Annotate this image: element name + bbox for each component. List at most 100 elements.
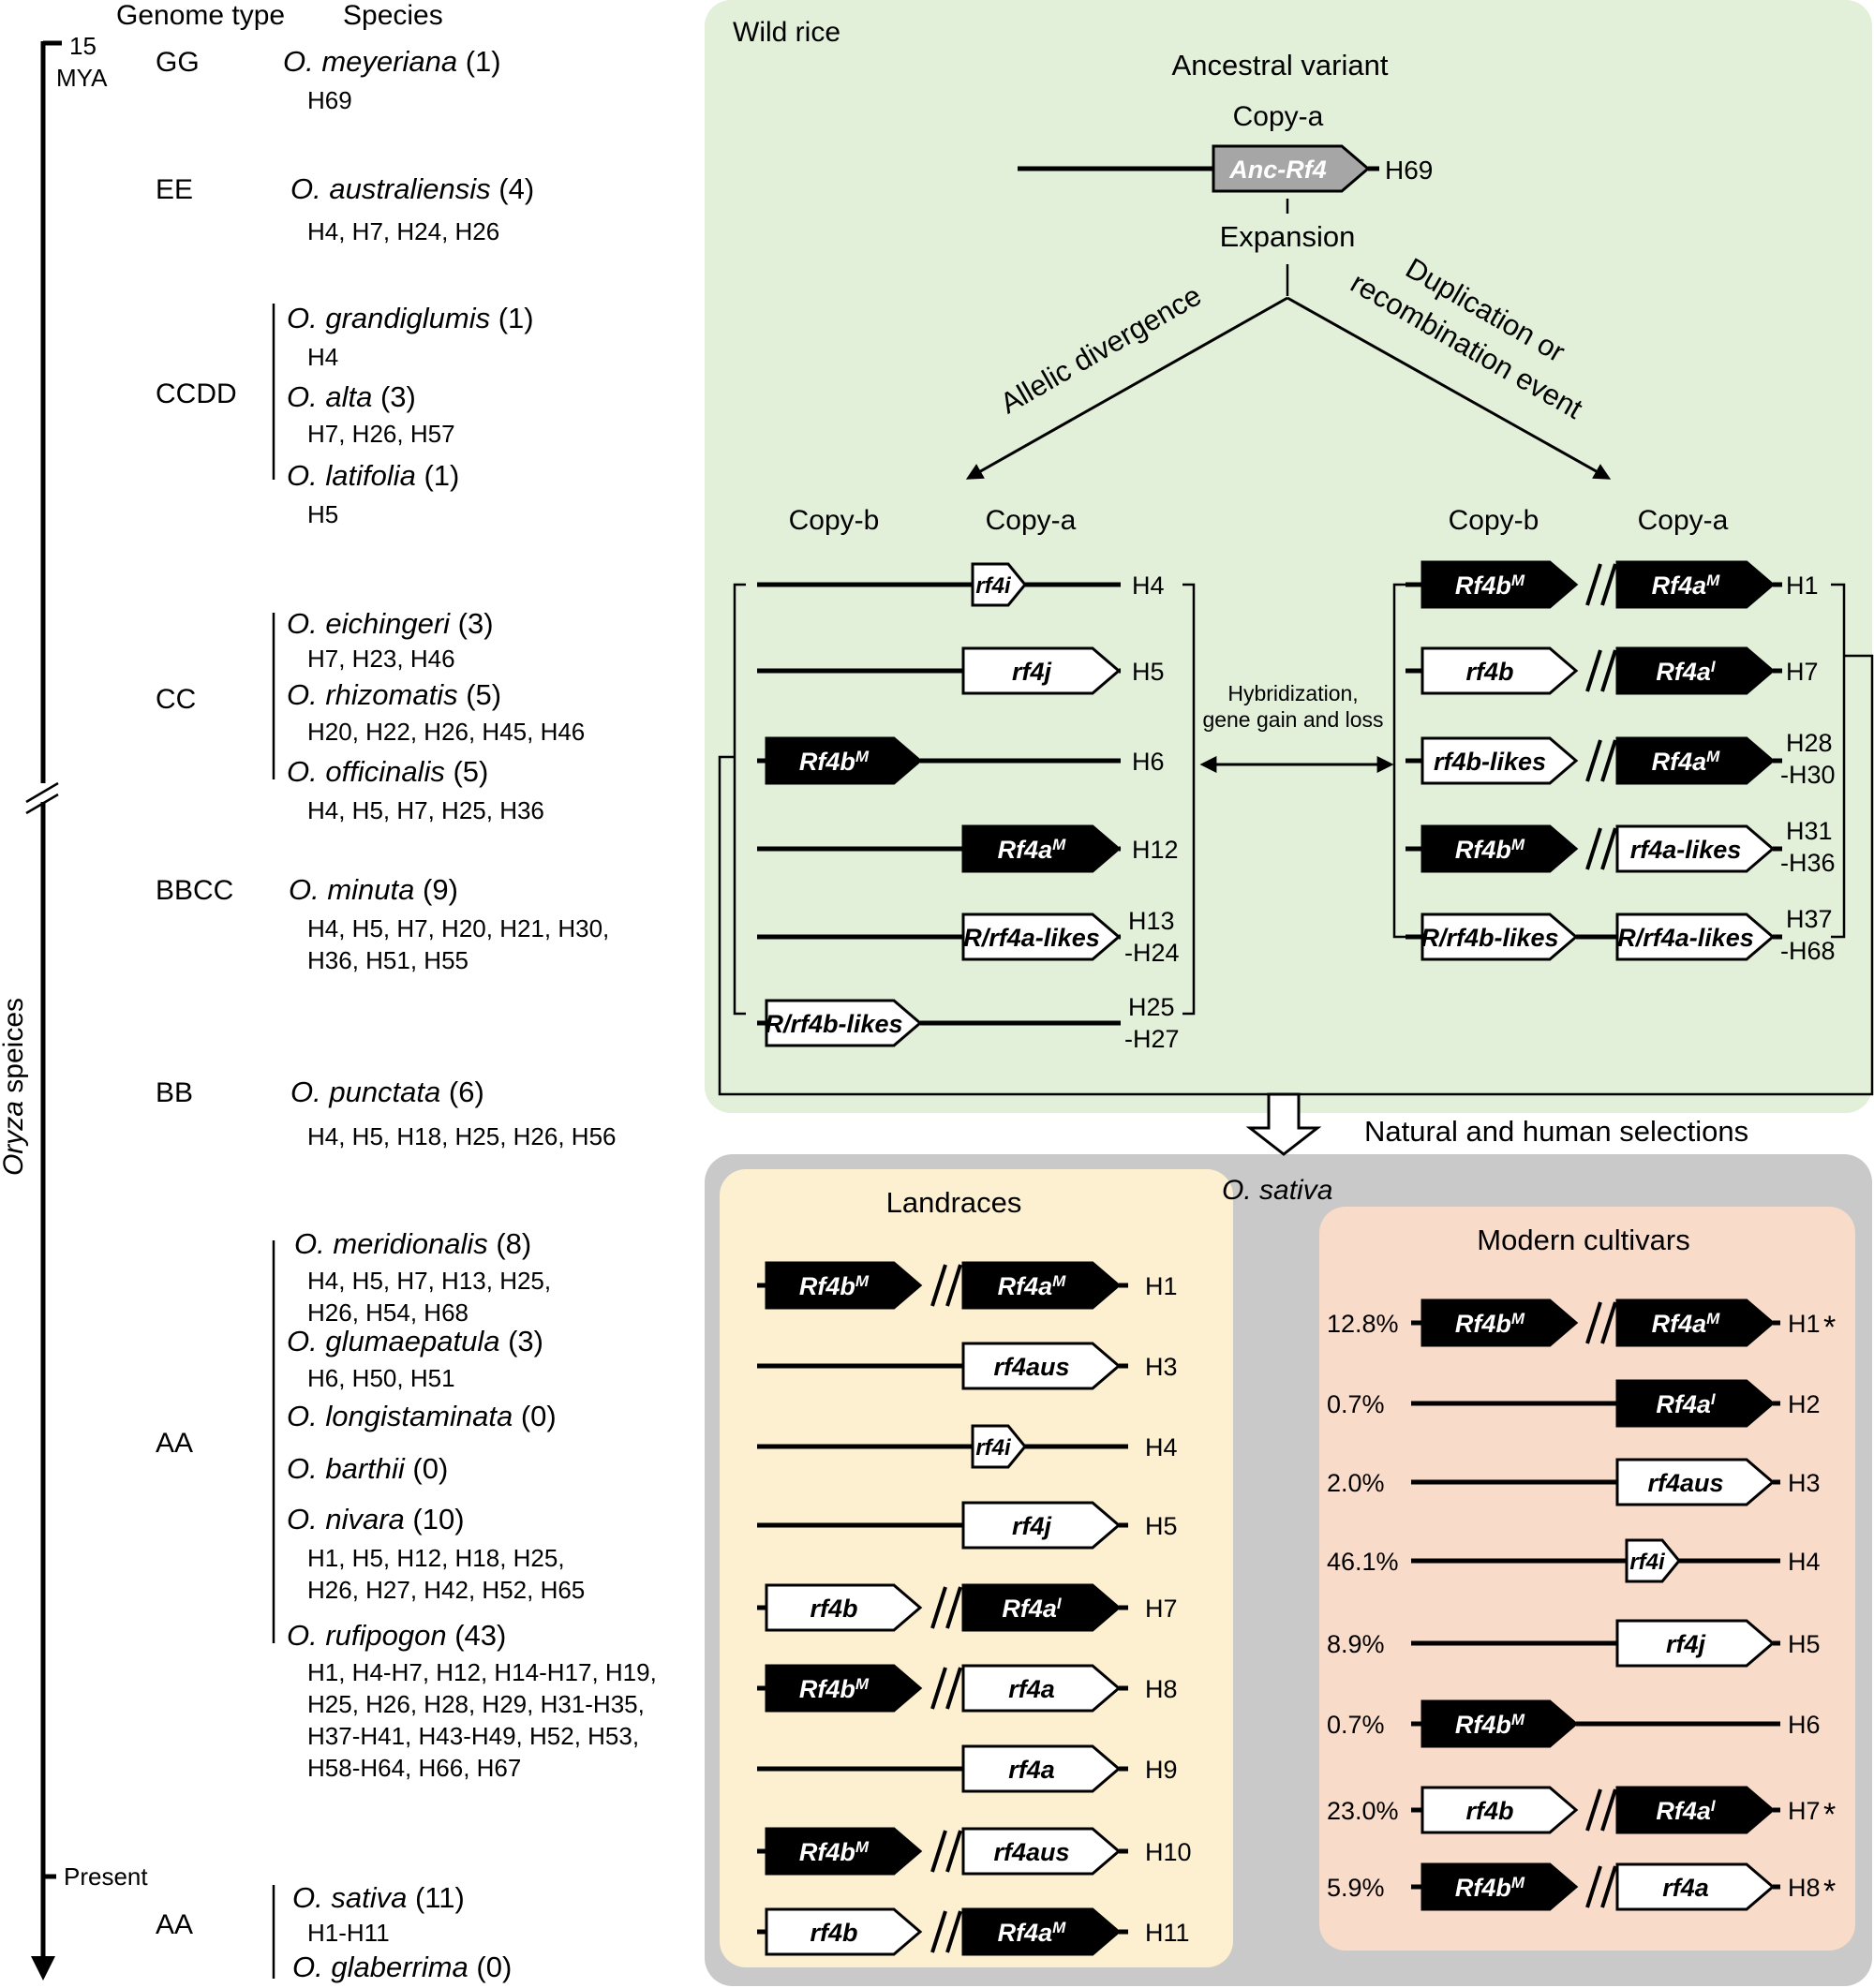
haplotype-label: H5 [1788,1630,1821,1658]
selection-arrow-group: Natural and human selections [1245,1092,1748,1156]
gene-r-rf4b-likes: R/rf4b-likes [1420,912,1579,961]
gene-rf4a-m: Rf4aM [961,824,1122,873]
allelic-divergence-arrow [965,296,1288,480]
gene-label: Rf4bM [1455,1711,1525,1740]
percentage-label: 0.7% [1327,1711,1385,1739]
break-mark-icon [1585,827,1617,870]
species-haplotypes: H1, H4-H7, H12, H14-H17, H19, [307,1658,657,1686]
gene-rf4a-m: Rf4aM [1615,736,1776,785]
gene-r-rf4a-likes: R/rf4a-likes [1615,912,1776,961]
timeline-axis-label: Oryza speices [0,998,29,1176]
gene-rf4a: rf4a [1615,1862,1776,1911]
haplotype-label: -H24 [1124,939,1180,967]
haplotype-label: H31 [1786,817,1833,845]
species-name: O. eichingeri (3) [287,607,494,640]
species-name: O. barthii (0) [287,1452,448,1485]
haplotype-label: -H68 [1780,937,1836,965]
gene-rf4a-likes: rf4a-likes [1615,824,1776,873]
haplotype-label: H4 [1132,571,1165,600]
timeline-top-label-15: 15 [69,32,97,60]
species-name: O. sativa (11) [292,1881,465,1914]
genome-type-label: EE [156,174,193,205]
gene-rf4aus: rf4aus [1615,1458,1776,1506]
gene-label: Rf4aI [1656,1390,1717,1419]
species-name: O. rhizomatis (5) [287,678,501,711]
break-mark-icon [1585,1788,1617,1832]
haplotype-row: rf4j 8.9% H5 [1327,1619,1821,1668]
species-name: O. latifolia (1) [287,459,459,492]
haplotype-label: H7 [1145,1595,1178,1623]
gene-rf4a-m: Rf4aM [961,1261,1122,1310]
haplotype-label: H5 [1145,1512,1178,1540]
gene-label: rf4aus [993,1838,1069,1866]
gene-label: Rf4aM [998,836,1067,865]
gene-label: rf4j [1666,1630,1706,1658]
selection-label: Natural and human selections [1364,1115,1748,1148]
gene-label: rf4j [1012,1512,1052,1540]
genome-type-label: AA [156,1428,193,1459]
gene-rf4j: rf4j [1615,1619,1776,1668]
gene-rf4b-m: Rf4bM [1420,824,1579,873]
gene-rf4aus: rf4aus [961,1342,1122,1390]
haplotype-row: Rf4bM 0.7% H6 [1327,1699,1821,1748]
gene-rf4b-m: Rf4bM [1420,1862,1579,1911]
break-mark-icon [930,1910,962,1953]
gene-rf4j: rf4j [961,646,1122,695]
right-copy-a-header: Copy-a [1638,505,1729,536]
haplotype-label: H6 [1788,1711,1821,1739]
genome-type-label: BB [156,1077,193,1108]
selection-down-arrow-icon [1245,1092,1322,1156]
gene-r-rf4b-likes: R/rf4b-likes [765,999,923,1047]
gene-label: rf4b [810,1919,857,1947]
species-haplotypes: H4, H5, H7, H13, H25, [307,1267,551,1295]
hybridization-label-line1: Hybridization, [1227,681,1358,705]
gene-rf4aus: rf4aus [961,1827,1122,1876]
gene-rf4i: rf4i [1625,1538,1681,1583]
right-group-bracket [1392,583,1406,939]
species-haplotypes: H1-H11 [307,1919,390,1947]
gene-label: Rf4aM [998,1919,1067,1948]
species-group-cc: CC O. eichingeri (3) H7, H23, H46 O. rhizom… [156,607,585,824]
genome-type-label: CC [156,684,196,715]
gene-label: rf4i [1629,1550,1666,1575]
gene-label: rf4b-likes [1434,748,1546,776]
header-genome-type: Genome type [116,0,285,31]
gene-label: rf4a [1008,1756,1055,1784]
percentage-label: 5.9% [1327,1874,1385,1902]
gene-label: rf4aus [993,1353,1069,1381]
left-group-bracket [733,583,746,1016]
gene-rf4b-m: Rf4bM [1420,1298,1579,1347]
significance-star: * [1823,1797,1836,1832]
gene-rf4a-i: Rf4aI [1615,1379,1776,1428]
left-group-bracket-right [1182,583,1196,1016]
gene-rf4b-m: Rf4bM [1420,1699,1579,1748]
left-copy-b-header: Copy-b [789,505,880,536]
haplotype-label: H1 [1145,1272,1178,1300]
species-haplotypes: H7, H23, H46 [307,645,455,673]
anc-rf4-gene [1212,144,1371,193]
percentage-label: 2.0% [1327,1469,1385,1497]
break-mark-icon [930,1586,962,1629]
gene-label: Rf4aI [1002,1595,1063,1624]
haplotype-row: rf4j H5 [757,1501,1178,1550]
haplotype-label: H4 [1788,1548,1821,1576]
species-haplotypes: H25, H26, H28, H29, H31-H35, [307,1690,645,1718]
gene-rf4a-m: Rf4aM [1615,560,1776,609]
haplotype-label: H3 [1145,1353,1178,1381]
gene-rf4b-m: Rf4bM [765,1664,923,1713]
species-name: O. rufipogon (43) [287,1619,506,1652]
haplotype-label: H25 [1128,993,1175,1021]
percentage-label: 8.9% [1327,1630,1385,1658]
right-group-bracket-right [1831,583,1846,939]
